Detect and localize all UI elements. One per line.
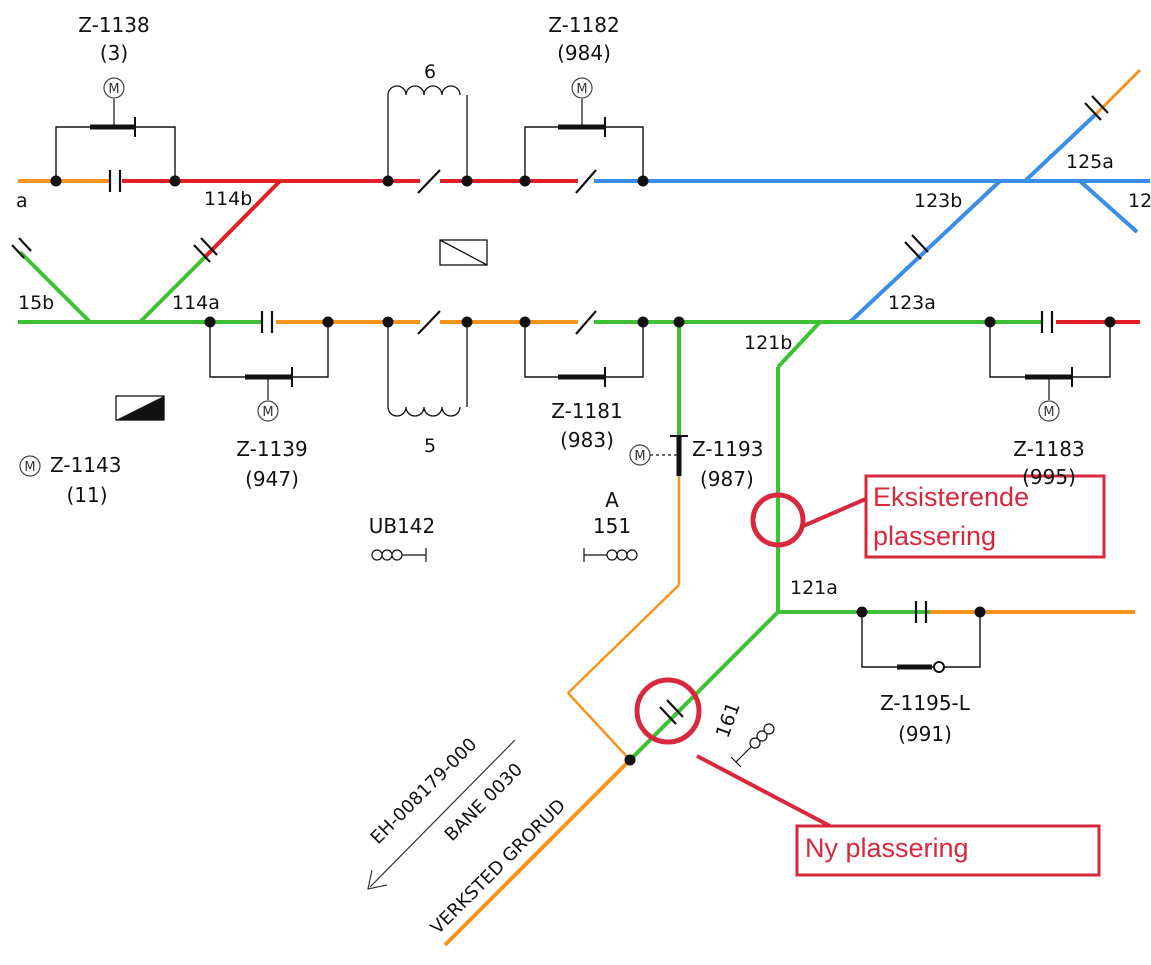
- svg-text:M: M: [24, 460, 35, 475]
- callout-existing-line2: plassering: [873, 521, 996, 551]
- switch-z1181-label: Z-1181: [551, 399, 622, 423]
- motor-m-icon: M: [257, 400, 279, 422]
- motor-m-icon: M: [571, 77, 593, 99]
- orange-top-right: [1093, 68, 1142, 117]
- switch-z1138-label: Z-1138: [78, 13, 149, 37]
- switch-z1183-label: Z-1183: [1013, 437, 1084, 461]
- section-label-15b: 15b: [18, 292, 54, 314]
- signal-ub142-label: UB142: [369, 514, 436, 538]
- section-label-123b: 123b: [914, 190, 962, 212]
- signal-161-icon: [730, 723, 775, 768]
- signal-151-icon: [583, 548, 638, 562]
- transformer-5-label: 5: [424, 435, 436, 457]
- svg-text:M: M: [262, 405, 273, 420]
- motor-m-icon: M: [629, 444, 651, 466]
- section-label-123a: 123a: [888, 292, 936, 314]
- orange-lower-lines: [443, 476, 681, 947]
- switch-z1138-number: (3): [100, 41, 128, 65]
- transformer-6-label: 6: [424, 61, 436, 83]
- svg-text:M: M: [576, 82, 587, 97]
- blue-branches: [848, 113, 1139, 324]
- section-label-a: a: [16, 190, 28, 212]
- section-label-12: 12: [1128, 190, 1151, 212]
- section-insulators: [11, 95, 1109, 725]
- switch-z1193-number: (987): [700, 467, 754, 491]
- half-filled-box-icon: [115, 395, 165, 421]
- switch-z1195-number: (991): [898, 722, 952, 746]
- junction-dots: [50, 175, 1116, 766]
- section-label-114a: 114a: [172, 292, 220, 314]
- track-label-line3: VERKSTED GRORUD: [427, 795, 570, 938]
- z1195-hook: [933, 661, 945, 673]
- open-switch-gaps: [417, 169, 597, 335]
- signal-151-label: 151: [593, 514, 631, 538]
- switch-z1139-label: Z-1139: [236, 437, 307, 461]
- callout-existing: [750, 474, 1106, 559]
- switch-z1182-number: (984): [557, 41, 611, 65]
- switch-z1195-label: Z-1195-L: [880, 691, 971, 715]
- callout-new-text: Ny plassering: [805, 833, 969, 863]
- motor-m-icon: M: [1038, 400, 1060, 422]
- callout-new: [634, 677, 1101, 877]
- callout-existing-line1: Eksisterende: [873, 482, 1029, 512]
- switch-z1143-number: (11): [66, 483, 107, 507]
- transformer-6: [387, 85, 468, 181]
- signal-a-label: A: [605, 488, 619, 512]
- motor-m-icon: M: [103, 77, 125, 99]
- section-label-125a: 125a: [1066, 151, 1114, 173]
- motor-stems: [113, 99, 1050, 456]
- svg-text:M: M: [634, 449, 645, 464]
- switch-z1182-label: Z-1182: [548, 13, 619, 37]
- left-diagonals: [18, 179, 282, 324]
- section-label-161: 161: [712, 699, 745, 741]
- switch-z1183-number: (995): [1022, 465, 1076, 489]
- switch-z1193-label: Z-1193: [692, 437, 763, 461]
- switch-z1143-label: Z-1143: [50, 453, 121, 477]
- section-label-121b: 121b: [744, 332, 792, 354]
- svg-text:M: M: [108, 82, 119, 97]
- switch-z1139-number: (947): [245, 467, 299, 491]
- diagonal-box-icon: [439, 239, 488, 266]
- motor-m-icon: M: [19, 455, 41, 477]
- transformer-5: [387, 322, 468, 417]
- section-label-114b: 114b: [204, 188, 252, 210]
- signal-ub142-icon: [371, 548, 427, 562]
- switch-z1181-number: (983): [560, 428, 614, 452]
- direction-arrow: [367, 739, 516, 890]
- svg-text:M: M: [1043, 405, 1054, 420]
- section-label-121a: 121a: [790, 577, 838, 599]
